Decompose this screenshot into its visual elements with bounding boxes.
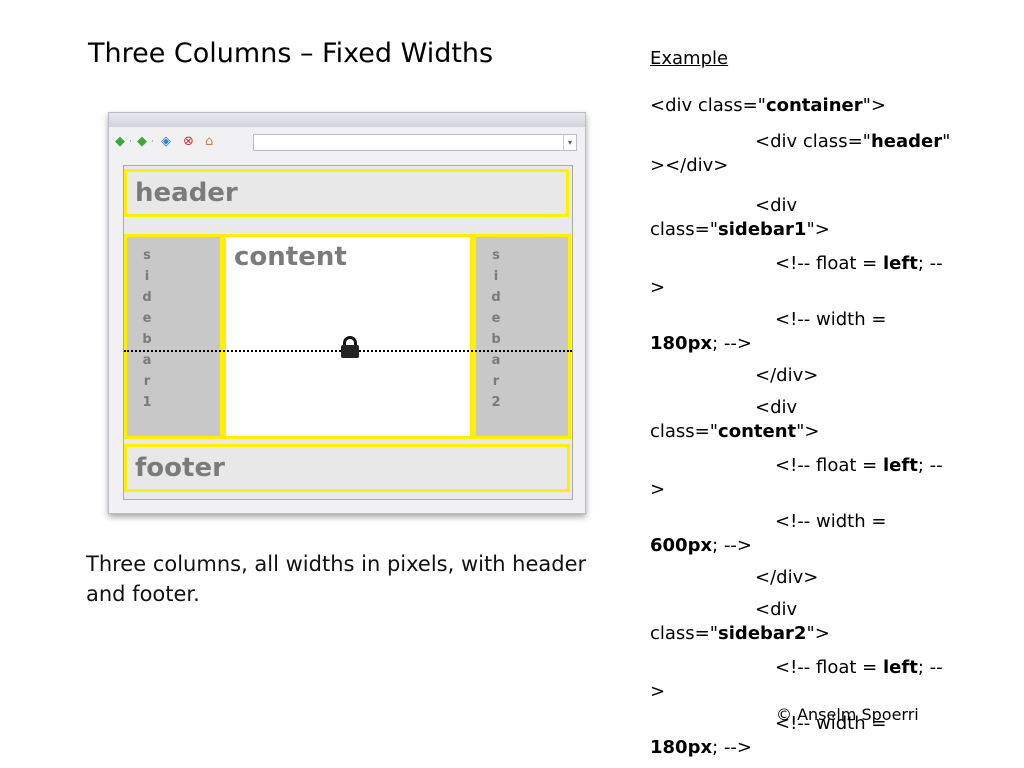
code-line: <!-- width =: [775, 309, 887, 330]
dropdown-dot-icon: ·: [129, 137, 132, 147]
code-line: <div: [755, 397, 798, 418]
code-line: >: [650, 277, 666, 298]
code-line: <!-- float = left; --: [775, 455, 943, 476]
sidebar1-region: sidebar1: [124, 234, 223, 439]
code-line: 180px; -->: [650, 737, 752, 758]
code-line: class="content">: [650, 421, 820, 442]
browser-title-bar: [109, 113, 585, 127]
code-line: <div: [755, 195, 798, 216]
example-heading: Example: [650, 48, 729, 69]
sidebar1-label: sidebar1: [142, 248, 152, 410]
refresh-icon: ◈: [161, 134, 171, 149]
code-line: class="sidebar2">: [650, 623, 830, 644]
back-arrow-icon: ◆: [115, 134, 125, 149]
content-label: content: [234, 242, 347, 272]
home-icon: ⌂: [205, 134, 214, 149]
code-line: class="sidebar1">: [650, 219, 830, 240]
slide-caption: Three columns, all widths in pixels, wit…: [86, 552, 587, 606]
footer-label: footer: [135, 453, 225, 483]
forward-arrow-icon: ◆: [137, 134, 147, 149]
stop-icon: ⊗: [183, 134, 194, 149]
code-line: <!-- width =: [775, 511, 887, 532]
code-line: >: [650, 479, 666, 500]
code-line: <!-- width =: [775, 713, 887, 734]
layout-diagram: header sidebar1 content sidebar2 footer: [123, 165, 573, 500]
header-region: header: [124, 169, 569, 217]
browser-toolbar: ◆ · ◆ · ◈ ⊗ ⌂ ▾: [115, 133, 579, 151]
content-region: content: [223, 234, 473, 439]
browser-mockup-image: ◆ · ◆ · ◈ ⊗ ⌂ ▾ header sidebar1 content …: [108, 112, 586, 514]
code-line: <div: [755, 599, 798, 620]
code-line: </div>: [755, 365, 819, 386]
code-line: >: [650, 681, 666, 702]
sidebar2-region: sidebar2: [473, 234, 571, 439]
lock-icon: [341, 336, 359, 360]
slide-title: Three Columns – Fixed Widths: [88, 38, 494, 69]
code-line: 180px; -->: [650, 333, 752, 354]
footer-region: footer: [124, 444, 570, 492]
code-line: <!-- float = left; --: [775, 657, 943, 678]
code-line: ></div>: [650, 155, 729, 176]
code-line: <div class="container">: [650, 95, 886, 116]
code-line: </div>: [755, 567, 819, 588]
sidebar2-label: sidebar2: [491, 248, 501, 410]
address-bar: ▾: [253, 134, 577, 151]
copyright-text: © Anselm Spoerri: [776, 705, 919, 724]
dropdown-dot-icon: ·: [151, 137, 154, 147]
code-line: <!-- float = left; --: [775, 253, 943, 274]
code-line: <div class="header": [755, 131, 951, 152]
chevron-down-icon: ▾: [563, 135, 576, 150]
header-label: header: [135, 178, 238, 208]
code-line: 600px; -->: [650, 535, 752, 556]
